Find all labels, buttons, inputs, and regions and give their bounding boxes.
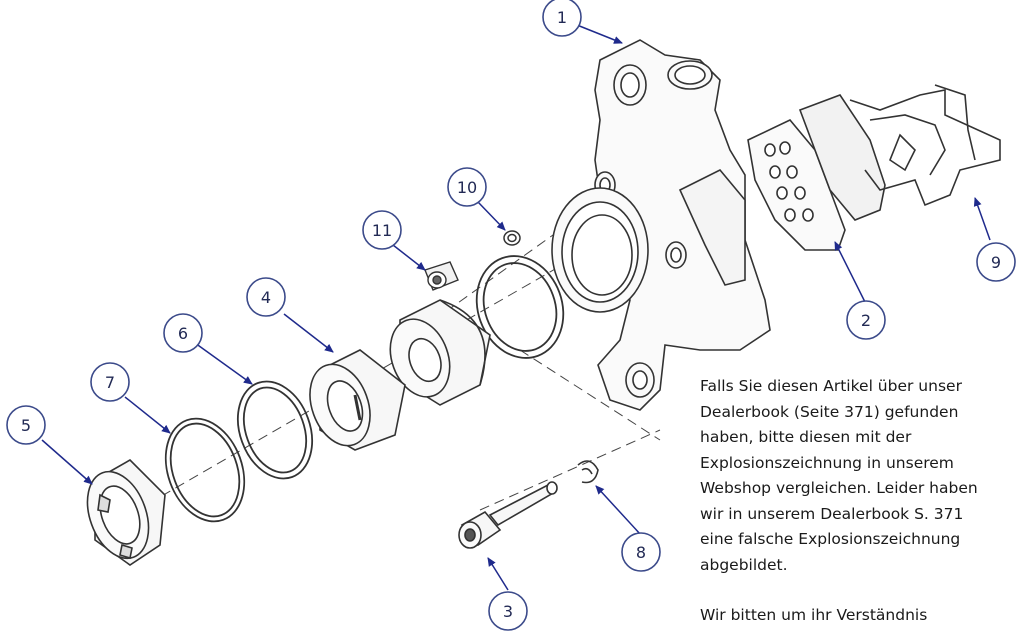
assembly-axis-lines (119, 219, 661, 521)
callout-6: 6 (163, 313, 203, 353)
note-line: wir in unserem Dealerbook S. 371 (700, 504, 964, 523)
retaining-clip (577, 460, 599, 484)
callout-1: 1 (542, 0, 582, 37)
piston (389, 299, 491, 406)
note-line: Explosionszeichnung in unserem (700, 453, 954, 472)
note-line: abgebildet. (700, 555, 788, 574)
callout-9: 9 (976, 242, 1016, 282)
guide-bolt (458, 481, 558, 549)
outer-piston (309, 349, 406, 451)
callout-2: 2 (846, 300, 886, 340)
seal-ring-7 (164, 417, 246, 523)
svg-text:3: 3 (503, 602, 513, 621)
svg-text:7: 7 (105, 373, 115, 392)
brake-pad (747, 94, 886, 251)
leader-arrows (41, 24, 991, 591)
svg-text:11: 11 (372, 221, 392, 240)
callout-11: 11 (362, 210, 402, 250)
piston-seal-ring (475, 255, 565, 359)
svg-text:1: 1 (557, 8, 567, 27)
seal-ring-6 (237, 380, 313, 480)
svg-text:6: 6 (178, 324, 188, 343)
note-line: eine falsche Explosionszeichnung (700, 530, 961, 548)
note-line: Webshop vergleichen. Leider haben (700, 479, 978, 497)
note-closing: Wir bitten um ihr Verständnis (700, 606, 928, 624)
callout-5: 5 (6, 405, 46, 445)
svg-text:4: 4 (261, 288, 271, 307)
svg-text:9: 9 (991, 253, 1001, 272)
spring-clip (849, 84, 1001, 207)
svg-text:8: 8 (636, 543, 646, 562)
callout-4: 4 (246, 277, 286, 317)
svg-text:2: 2 (861, 311, 871, 330)
svg-text:10: 10 (457, 178, 477, 197)
end-cap (86, 459, 166, 566)
svg-text:5: 5 (21, 416, 31, 435)
callout-8: 8 (621, 532, 661, 572)
callout-7: 7 (90, 362, 130, 402)
caliper-housing (551, 39, 771, 411)
explanatory-note: Falls Sie diesen Artikel über unser Deal… (700, 374, 1022, 629)
bleed-screw (424, 261, 459, 291)
note-line: Falls Sie diesen Artikel über unser (700, 377, 962, 395)
callout-3: 3 (488, 591, 528, 631)
callout-10: 10 (447, 167, 487, 207)
note-line: haben, bitte diesen mit der (700, 428, 912, 446)
small-o-ring (503, 230, 521, 246)
note-line: Dealerbook (Seite 371) gefunden (700, 402, 959, 421)
